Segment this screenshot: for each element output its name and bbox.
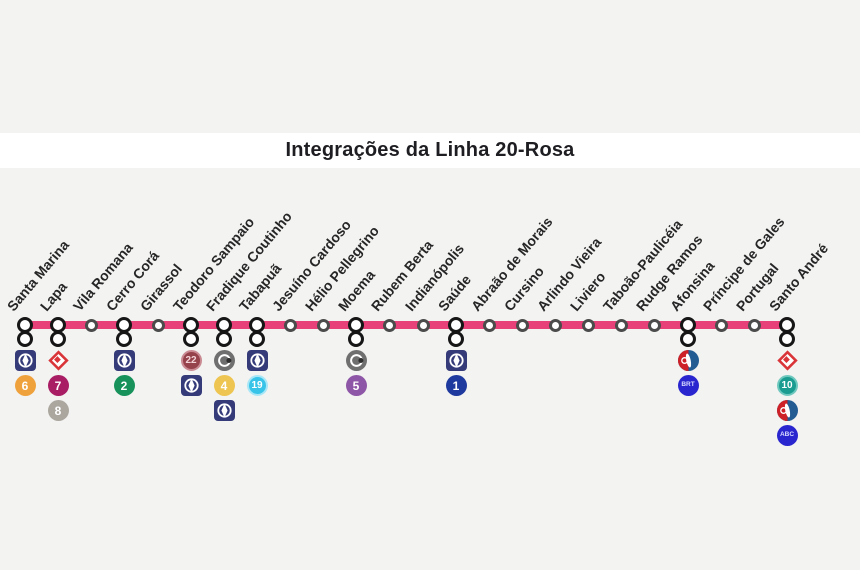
station-marker <box>416 318 430 332</box>
line-1-badge: 1 <box>445 375 467 396</box>
metro-logo-icon <box>14 350 36 371</box>
transfer-marker <box>116 317 132 348</box>
line-8-badge: 8 <box>47 400 69 421</box>
station-badges: 5 <box>345 350 367 396</box>
transfer-marker <box>779 317 795 348</box>
transfer-marker <box>680 317 696 348</box>
title-band: Integrações da Linha 20-Rosa <box>0 133 860 168</box>
metro-logo-icon <box>213 400 235 421</box>
station-marker <box>515 318 529 332</box>
station-marker <box>151 318 165 332</box>
station-label: Lapa <box>36 278 71 314</box>
station-badges: 22 <box>180 350 202 396</box>
transfer-ring-bottom <box>249 331 265 347</box>
station-marker <box>714 318 728 332</box>
station-badges: 2 <box>113 350 135 396</box>
line-19-badge: 19 <box>246 375 268 396</box>
station-badges: 6 <box>14 350 36 396</box>
brt-abc-logo-icon <box>677 350 699 371</box>
station-marker <box>316 318 330 332</box>
cptm-logo-icon <box>776 350 798 371</box>
transfer-ring-bottom <box>17 331 33 347</box>
metro-logo-icon <box>246 350 268 371</box>
station-marker <box>614 318 628 332</box>
line-7-badge: 7 <box>47 375 69 396</box>
station-marker <box>581 318 595 332</box>
brt-abc-logo-icon <box>776 400 798 421</box>
metro-logo-icon <box>180 375 202 396</box>
transfer-marker <box>17 317 33 348</box>
transfer-marker <box>183 317 199 348</box>
transfer-ring-bottom <box>448 331 464 347</box>
station-badges: BRT <box>677 350 699 396</box>
metro-logo-icon <box>113 350 135 371</box>
transfer-ring-bottom <box>779 331 795 347</box>
station-label: Santo André <box>765 240 832 314</box>
line-4-badge: 4 <box>213 375 235 396</box>
station-marker <box>548 318 562 332</box>
transfer-ring-bottom <box>116 331 132 347</box>
station-marker <box>482 318 496 332</box>
line-10-badge: 10 <box>776 375 798 396</box>
transfer-marker <box>348 317 364 348</box>
transfer-ring-bottom <box>680 331 696 347</box>
metro-logo-icon <box>445 350 467 371</box>
station-marker <box>382 318 396 332</box>
line-20-rosa-track <box>25 321 787 329</box>
transfer-marker <box>50 317 66 348</box>
station-marker <box>647 318 661 332</box>
line-5-badge: 5 <box>345 375 367 396</box>
line-22-badge: 22 <box>180 350 202 371</box>
station-badges: 4 <box>213 350 235 421</box>
badge-abc: ABC <box>776 425 798 446</box>
diagram-title: Integrações da Linha 20-Rosa <box>285 139 575 161</box>
transfer-marker <box>249 317 265 348</box>
station-marker <box>84 318 98 332</box>
station-badges: 1 <box>445 350 467 396</box>
line-2-badge: 2 <box>113 375 135 396</box>
transfer-ring-bottom <box>348 331 364 347</box>
line-6-badge: 6 <box>14 375 36 396</box>
badge-brt: BRT <box>677 375 699 396</box>
transfer-ring-bottom <box>183 331 199 347</box>
cptm-logo-icon <box>47 350 69 371</box>
station-marker <box>283 318 297 332</box>
operator-logo-icon <box>213 350 235 371</box>
transfer-ring-bottom <box>216 331 232 347</box>
station-marker <box>747 318 761 332</box>
station-badges: 19 <box>246 350 268 396</box>
transfer-marker <box>448 317 464 348</box>
transfer-ring-bottom <box>50 331 66 347</box>
operator-logo-icon <box>345 350 367 371</box>
transfer-marker <box>216 317 232 348</box>
